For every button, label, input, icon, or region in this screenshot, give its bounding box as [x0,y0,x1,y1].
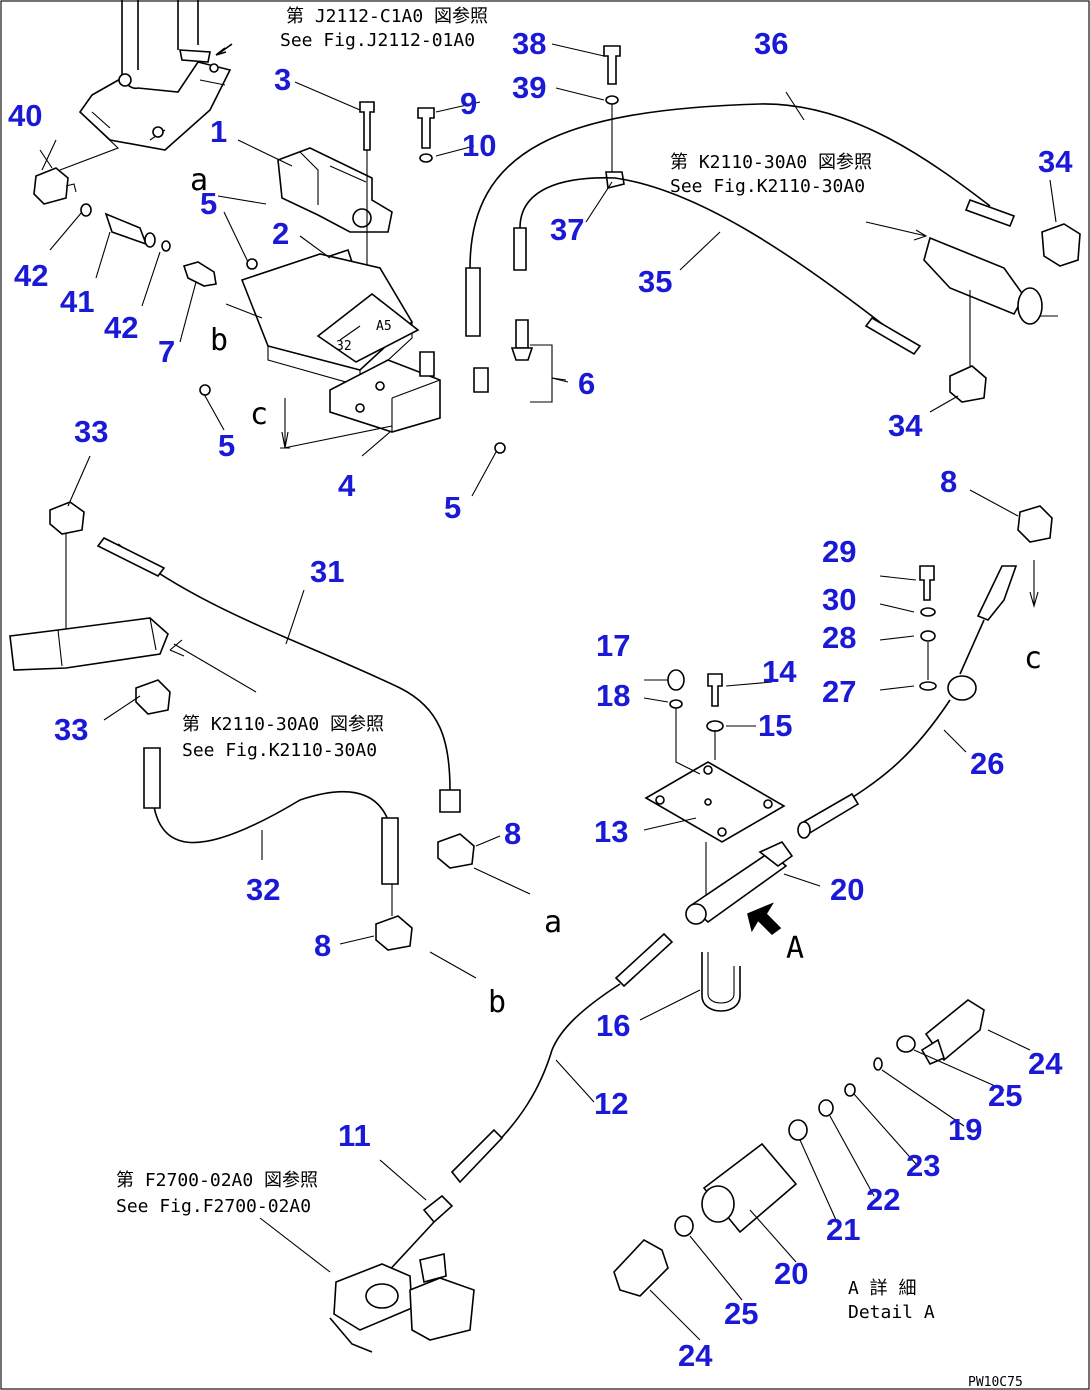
label-41: 41 [60,284,94,319]
label-15: 15 [758,708,792,743]
hose-36-35 [465,103,1081,403]
label-5c: 5 [444,490,461,525]
label-5b: 5 [218,428,235,463]
label-37: 37 [550,212,584,247]
label-34a: 34 [1038,144,1073,179]
label-8c: 8 [314,928,331,963]
label-8b: 8 [504,816,521,851]
label-25a: 25 [988,1078,1022,1113]
label-6: 6 [578,366,595,401]
valve-assembly: 32 A5 [182,101,567,454]
label-9: 9 [460,86,477,121]
label-19: 19 [948,1112,982,1147]
arrow-letter-c-upper: c [250,397,268,432]
label-2: 2 [272,216,289,251]
label-20a: 20 [830,872,864,907]
label-22: 22 [866,1182,900,1217]
label-17: 17 [596,628,630,663]
label-28: 28 [822,620,856,655]
arrow-letter-b-upper: b [210,323,228,358]
label-3: 3 [274,62,291,97]
part-41-42 [80,203,171,252]
detail-title-en: Detail A [848,1302,935,1323]
view-arrow-A: A [786,931,804,966]
part-9-10 [417,107,435,163]
label-24b: 24 [678,1338,713,1373]
label-33b: 33 [54,712,88,747]
label-26: 26 [970,746,1004,781]
filter-assembly [259,669,794,1353]
ref-right-en: See Fig.K2110-30A0 [670,176,865,197]
label-8a: 8 [940,464,957,499]
part-40-connector [33,149,77,205]
ref-top-en: See Fig.J2112-01A0 [280,30,475,51]
ref-bottom-jp: 第 F2700-02A0 図参照 [116,1170,318,1191]
label-30: 30 [822,582,856,617]
ref-right-jp: 第 K2110-30A0 図参照 [670,152,872,173]
arrow-letter-b-lower: b [488,985,506,1020]
svg-text:A5: A5 [376,319,392,334]
label-11: 11 [338,1118,371,1153]
label-14: 14 [762,654,797,689]
ref-left-en: See Fig.K2110-30A0 [182,740,377,761]
detail-title-jp: A 詳 細 [848,1278,917,1299]
label-38: 38 [512,26,546,61]
label-33a: 33 [74,414,108,449]
label-29: 29 [822,534,856,569]
label-42b: 42 [104,310,138,345]
label-12: 12 [594,1086,628,1121]
label-16: 16 [596,1008,630,1043]
ref-left-jp: 第 K2110-30A0 図参照 [182,714,384,735]
label-36: 36 [754,26,788,61]
label-4: 4 [338,468,356,503]
label-42a: 42 [14,258,48,293]
label-35: 35 [638,264,672,299]
ref-top-jp: 第 J2112-C1A0 図参照 [286,6,488,27]
left-cylinder [9,501,531,979]
label-21: 21 [826,1212,860,1247]
upper-column [59,0,233,171]
label-39: 39 [512,70,546,105]
label-24a: 24 [1028,1046,1063,1081]
label-40: 40 [8,98,42,133]
label-31: 31 [310,554,344,589]
leader-lines [41,43,1057,1341]
svg-text:32: 32 [336,339,352,354]
arrow-letter-a-upper: a [190,163,208,198]
label-32: 32 [246,872,280,907]
label-18: 18 [596,678,630,713]
right-hose-26 [797,505,1053,839]
detail-a-parts [613,999,985,1297]
drawing-code: PW10C75 [968,1375,1023,1390]
label-27: 27 [822,674,856,709]
arrow-letter-a-lower: a [544,905,562,940]
arrow-letter-c-lower: c [1024,641,1042,676]
label-1: 1 [210,114,227,149]
label-7: 7 [158,334,175,369]
ref-bottom-en: See Fig.F2700-02A0 [116,1196,311,1217]
label-25b: 25 [724,1296,758,1331]
label-13: 13 [594,814,628,849]
label-5a: 5 [200,186,217,221]
label-20b: 20 [774,1256,808,1291]
label-34b: 34 [888,408,923,443]
label-10: 10 [462,128,496,163]
label-23: 23 [906,1148,940,1183]
